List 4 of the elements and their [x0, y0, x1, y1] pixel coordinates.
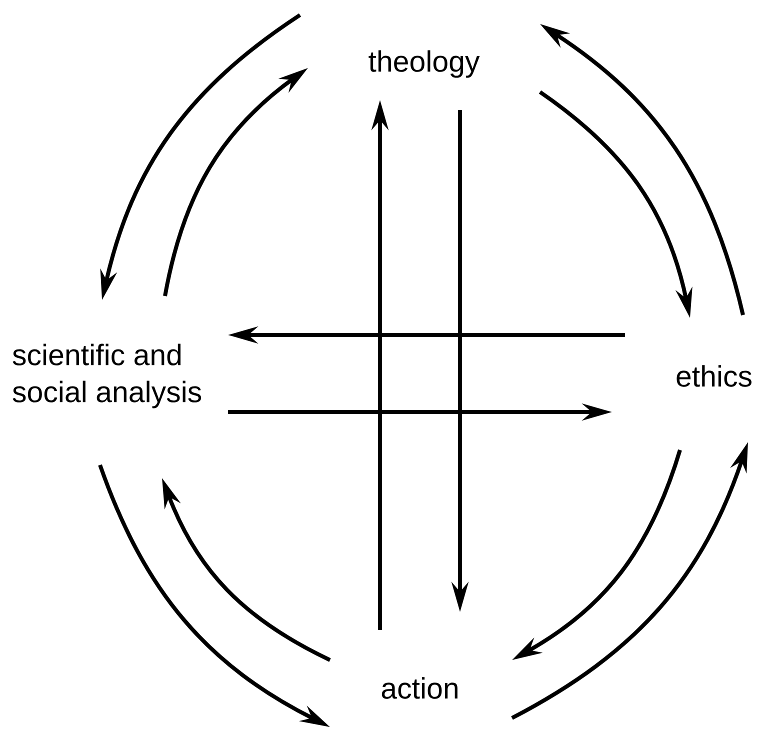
node-label: scientific and social analysis: [12, 344, 202, 408]
node-label: action: [382, 677, 458, 699]
node-label: theology: [368, 50, 480, 78]
node-label: ethics: [676, 365, 752, 387]
